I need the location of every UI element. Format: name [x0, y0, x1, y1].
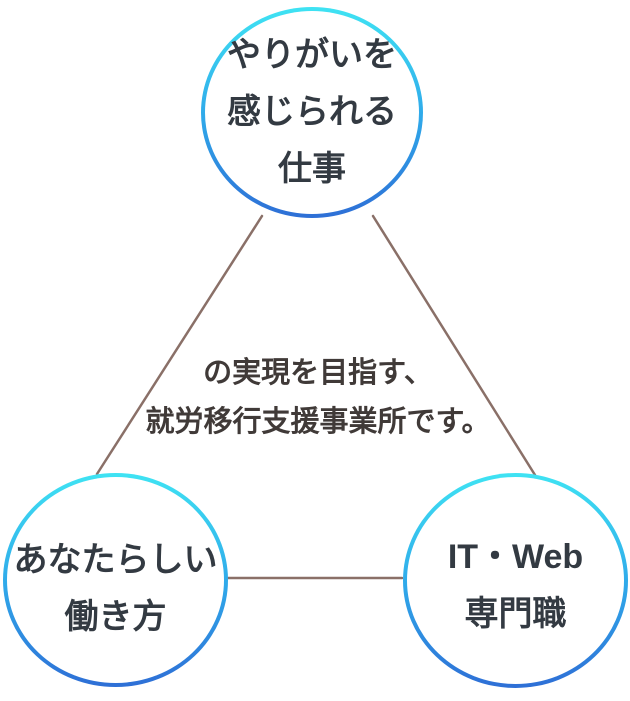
- center-caption: の実現を目指す、 就労移行支援事業所です。: [0, 349, 630, 447]
- circle-your-own-workstyle-label-line1: あなたらしい: [13, 541, 218, 579]
- circle-your-own-workstyle-label-line2: 働き方: [64, 598, 167, 636]
- circle-your-own-workstyle: あなたらしい 働き方: [3, 473, 228, 687]
- circle-it-web-professional: IT・Web 専門職: [403, 473, 628, 688]
- circle-fulfilling-work-label-line1: やりがいを: [227, 36, 397, 74]
- circle-it-web-professional-label-line2: 専門職: [464, 594, 567, 633]
- center-caption-line1: の実現を目指す、: [203, 357, 433, 389]
- connector-top-to-bottom-left-line: [95, 214, 264, 476]
- circle-your-own-workstyle-body: あなたらしい 働き方: [7, 477, 224, 683]
- circle-it-web-professional-body: IT・Web 専門職: [407, 477, 624, 684]
- circle-fulfilling-work-label-line3: 仕事: [278, 150, 346, 188]
- connector-top-to-bottom-right-line: [371, 214, 537, 477]
- circle-fulfilling-work-body: やりがいを 感じられる 仕事: [205, 11, 419, 214]
- circle-fulfilling-work-label-line2: 感じられる: [227, 93, 397, 131]
- circle-it-web-professional-label-line1: IT・Web: [447, 537, 584, 576]
- circle-fulfilling-work: やりがいを 感じられる 仕事: [201, 7, 423, 218]
- center-caption-line2: 就労移行支援事業所です。: [145, 406, 491, 438]
